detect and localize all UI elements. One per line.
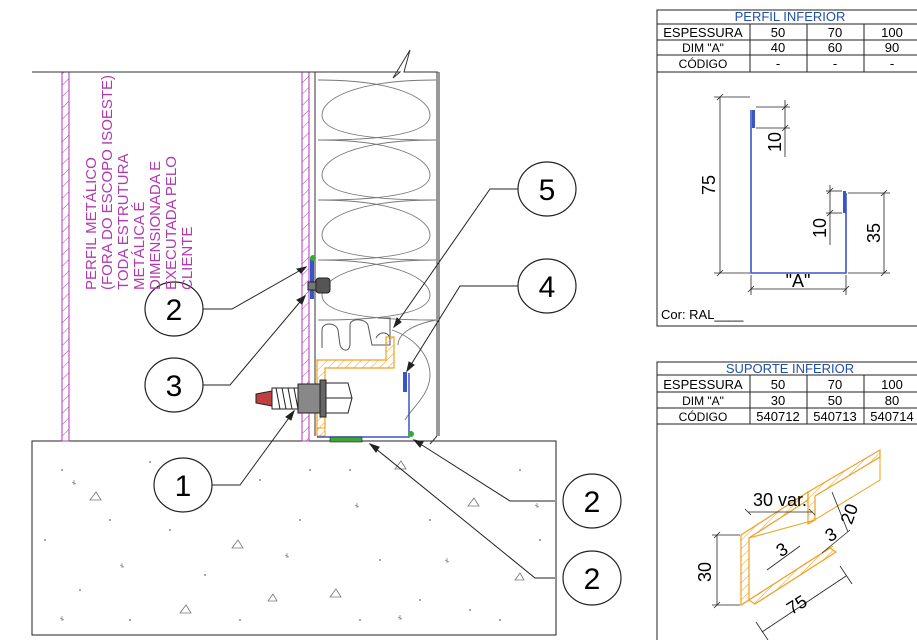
insulated-panel (314, 49, 440, 445)
perfil-inferior-panel: PERFIL INFERIOR ESPESSURA 50 70 100 DIM … (656, 9, 917, 327)
note-line: DIMENSIONADA E (147, 161, 164, 290)
note-line: CLIENTE (179, 227, 196, 290)
callout-5-support: 5 (517, 161, 577, 217)
cell: - (890, 56, 894, 71)
cell: 540714 (870, 409, 913, 424)
callout-2-rivet-sealant: 2 (144, 281, 204, 337)
callout-2-sealant-corner: 2 (562, 473, 622, 529)
dim-lip-top: 10 (765, 132, 785, 152)
cell: 540712 (756, 409, 799, 424)
cell: - (776, 56, 780, 71)
callout-number: 2 (166, 294, 183, 327)
callout-2-sealant-base: 2 (562, 550, 622, 606)
cell: 50 (771, 25, 785, 40)
callout-number: 2 (584, 486, 601, 519)
row-label: DIM "A" (682, 394, 724, 408)
callout-number: 2 (584, 563, 601, 596)
dim-height: 75 (699, 175, 719, 195)
sealant-marks (310, 255, 414, 443)
cell: 30 (771, 393, 785, 408)
cell: 100 (881, 377, 903, 392)
row-label: ESPESSURA (663, 377, 743, 392)
lower-support-section (316, 336, 395, 437)
table-title: PERFIL INFERIOR (735, 9, 846, 24)
cell: 540713 (813, 409, 856, 424)
cell: - (833, 56, 837, 71)
cell: 80 (885, 393, 899, 408)
cell: 100 (881, 25, 903, 40)
color-label: Cor: RAL____ (661, 307, 744, 322)
row-label: CÓDIGO (679, 409, 728, 424)
self-drilling-screw (255, 379, 353, 418)
table-title: SUPORTE INFERIOR (726, 361, 854, 376)
row-label: CÓDIGO (679, 56, 728, 71)
callout-3-rivet: 3 (144, 357, 204, 413)
callout-number: 5 (539, 174, 556, 207)
steel-column (32, 71, 383, 442)
callout-1-screw: 1 (153, 457, 213, 513)
callout-number: 1 (175, 470, 192, 503)
leader-lines (203, 188, 555, 579)
steel-structure-note: PERFIL METÁLICO (FORA DO ESCOPO ISOESTE)… (83, 75, 196, 290)
note-line: METÁLICA É (131, 202, 148, 290)
note-line: EXECUTADA PELO (163, 156, 180, 290)
note-line: (FORA DO ESCOPO ISOESTE) (99, 75, 116, 290)
cell: 70 (828, 25, 842, 40)
row-label: DIM "A" (682, 41, 724, 55)
cell: 70 (828, 377, 842, 392)
dim-top-width: 30 var. (753, 490, 807, 510)
cell: 50 (828, 393, 842, 408)
dim-width: "A" (786, 271, 811, 291)
cell: 40 (771, 40, 785, 55)
cell: 60 (828, 40, 842, 55)
note-line: PERFIL METÁLICO (83, 157, 100, 290)
dim-right-height: 35 (864, 223, 884, 243)
dim-lip-right: 10 (810, 218, 830, 238)
row-label: ESPESSURA (663, 25, 743, 40)
cell: 90 (885, 40, 899, 55)
callout-number: 4 (539, 271, 556, 304)
cell: 50 (771, 377, 785, 392)
callout-number: 3 (166, 370, 183, 403)
callout-4-profile: 4 (517, 258, 577, 314)
suporte-inferior-panel: SUPORTE INFERIOR ESPESSURA 50 70 100 DIM… (656, 361, 917, 640)
dim-height: 30 (695, 562, 715, 582)
note-line: TODA ESTRUTURA (115, 154, 132, 290)
concrete-slab (31, 440, 557, 636)
rivet (307, 277, 331, 294)
